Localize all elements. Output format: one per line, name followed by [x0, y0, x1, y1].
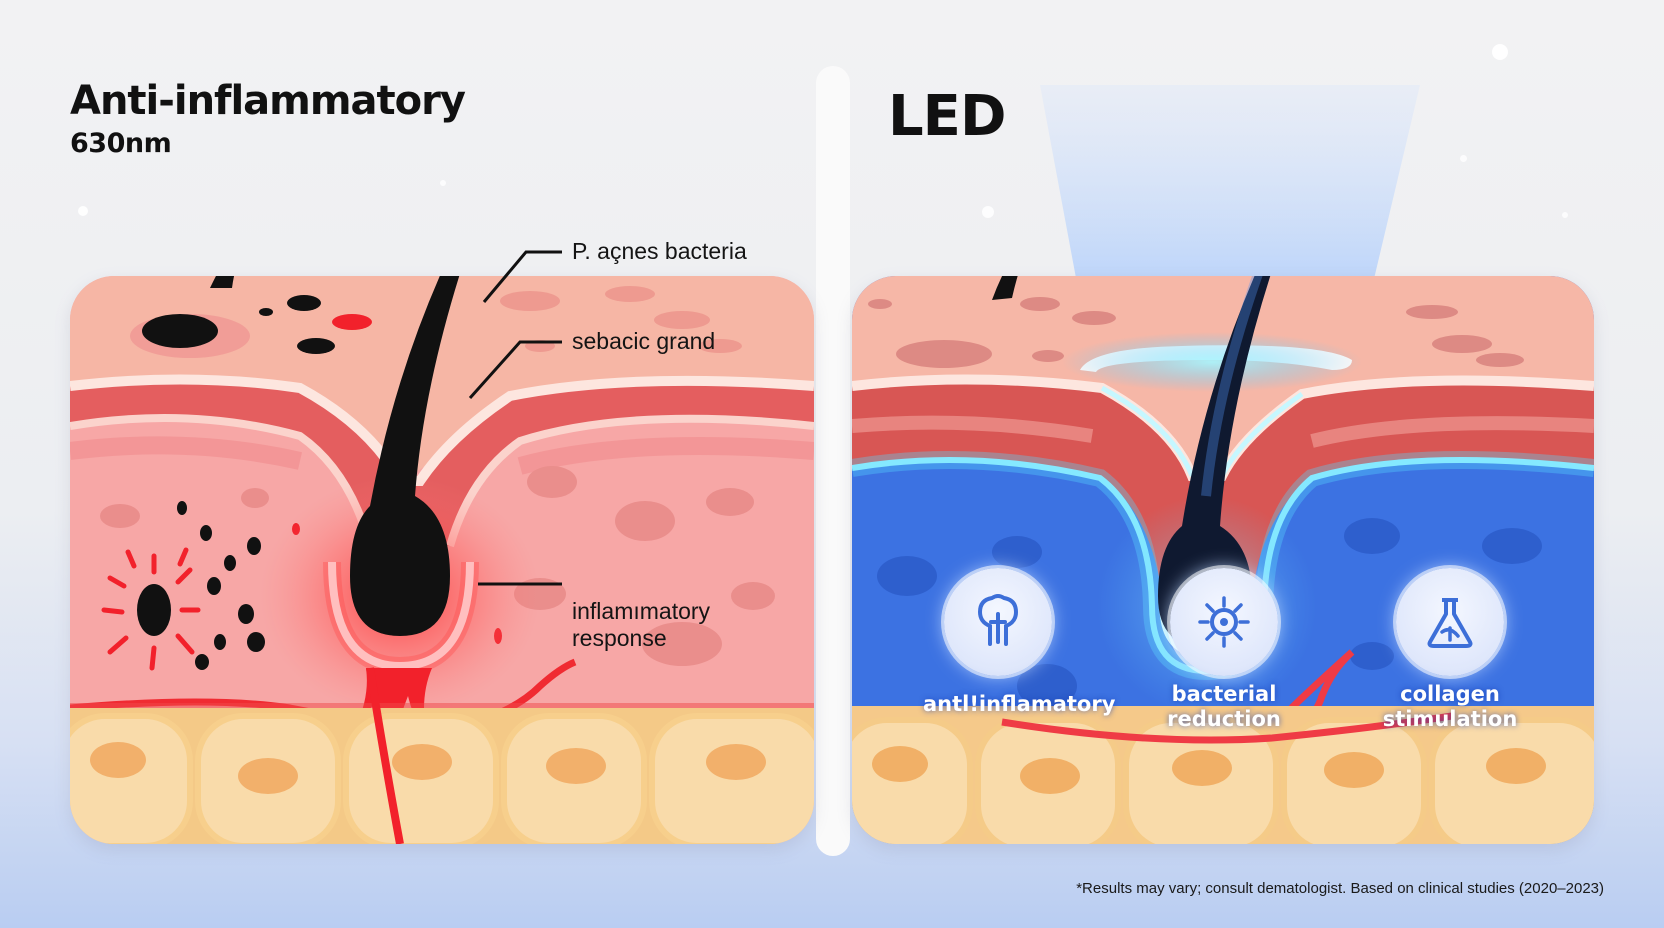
sparkle: [440, 180, 446, 186]
sparkle: [1562, 212, 1568, 218]
sparkle: [1460, 155, 1467, 162]
inflamed-skin-cross-section: [70, 276, 814, 844]
led-title: LED: [888, 84, 1006, 149]
sparkle: [78, 206, 88, 216]
callout-bacteria-label: P. açnes bacteria: [572, 238, 747, 264]
callout-bacteria: P. açnes bacteria: [572, 238, 747, 265]
tree-cross-icon: [977, 594, 1019, 646]
panel-divider: [816, 66, 850, 856]
callout-inflammatory-label: inflamımatory response: [572, 598, 711, 651]
page-title: Anti-inflammatory: [70, 78, 466, 124]
anti-inflammatory-label: antl!inflamatory: [923, 692, 1116, 716]
footnote-disclaimer: *Results may vary; consult dematologist.…: [1076, 880, 1604, 897]
collagen-stimulation-label: collagen stimulation: [1382, 682, 1518, 731]
callout-inflammatory: inflamımatory response: [572, 571, 710, 652]
collagen-stimulation-badge: [1396, 568, 1504, 676]
bacterial-reduction-label: bacterial reduction: [1167, 682, 1281, 731]
wavelength-label: 630nm: [70, 128, 172, 159]
sparkle: [982, 206, 994, 218]
flask-icon: [1427, 598, 1473, 648]
bacterium-icon: [1198, 596, 1250, 648]
bacterial-reduction-badge: [1170, 568, 1278, 676]
sparkle: [1492, 44, 1508, 60]
callout-sebaceous-gland: sebacic grand: [572, 328, 715, 355]
callout-sebaceous-label: sebacic grand: [572, 328, 716, 354]
anti-inflammatory-badge: [944, 568, 1052, 676]
led-treated-skin-cross-section: [852, 276, 1594, 844]
